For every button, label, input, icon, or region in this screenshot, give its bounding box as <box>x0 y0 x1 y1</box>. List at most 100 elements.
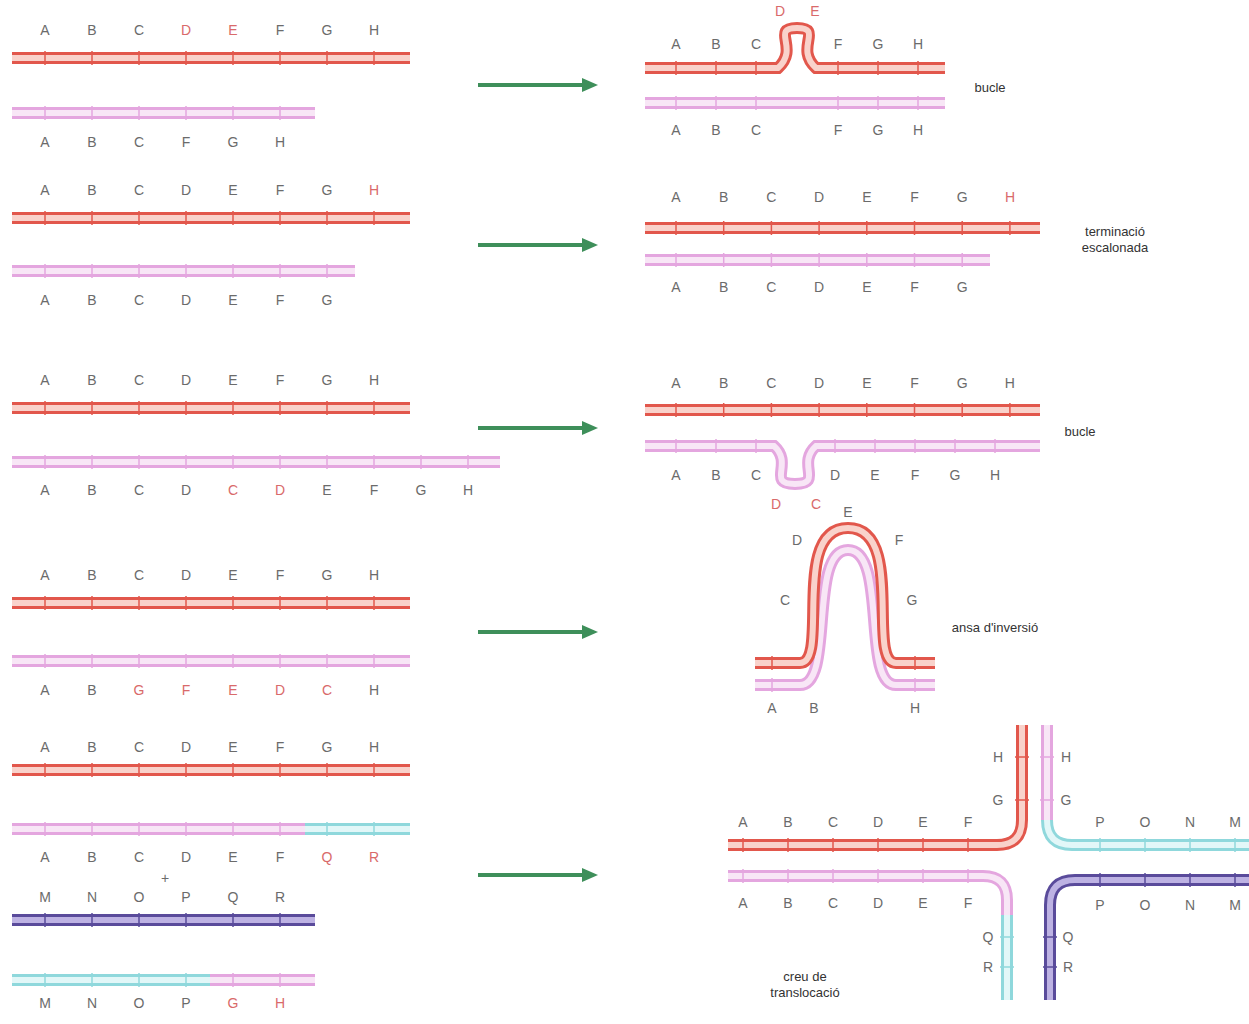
gene-tick <box>138 455 140 469</box>
gene-letter: B <box>87 372 96 388</box>
band-core <box>12 55 410 61</box>
gene-tick <box>185 596 187 610</box>
gene-letter: E <box>918 895 927 911</box>
gene-tick <box>715 439 717 453</box>
gene-letter: F <box>964 895 973 911</box>
gene-tick <box>279 654 281 668</box>
band-core <box>645 100 945 106</box>
gene-tick <box>675 439 677 453</box>
gene-tick <box>994 439 996 453</box>
gene-tick <box>771 403 773 417</box>
gene-letter: H <box>463 482 473 498</box>
gene-tick <box>866 221 868 235</box>
gene-letter: G <box>957 189 968 205</box>
gene-letter: D <box>873 814 883 830</box>
gene-tick <box>914 221 916 235</box>
gene-tick <box>44 596 46 610</box>
gene-tick <box>44 401 46 415</box>
gene-tick <box>279 211 281 225</box>
gene-letter: B <box>719 375 728 391</box>
chromosome-band <box>12 654 410 668</box>
gene-tick <box>818 221 820 235</box>
gene-letter: F <box>182 134 191 150</box>
gene-letter: C <box>751 122 761 138</box>
gene-tick <box>232 596 234 610</box>
gene-tick <box>138 211 140 225</box>
gene-tick <box>961 403 963 417</box>
gene-letter: D <box>814 279 824 295</box>
gene-tick <box>1144 873 1146 887</box>
gene-letter: G <box>228 995 239 1011</box>
chromosome-band <box>12 763 410 777</box>
gene-tick <box>1099 838 1101 852</box>
gene-tick <box>232 106 234 120</box>
chromosome-band <box>728 725 1029 852</box>
band-outline <box>305 823 410 835</box>
gene-letter: C <box>134 292 144 308</box>
chromosome-band <box>645 221 1040 235</box>
gene-letter: B <box>87 134 96 150</box>
gene-letter: A <box>40 134 49 150</box>
gene-letter: F <box>834 122 843 138</box>
gene-tick <box>185 264 187 278</box>
gene-tick <box>44 51 46 65</box>
gene-letter: C <box>811 496 821 512</box>
gene-letter: H <box>369 739 379 755</box>
chromosome-band <box>12 822 305 836</box>
gene-letter: Q <box>322 849 333 865</box>
gene-letter: G <box>322 182 333 198</box>
band-core <box>12 977 210 983</box>
gene-letter: D <box>775 3 785 19</box>
gene-letter: H <box>1005 375 1015 391</box>
gene-letter: D <box>814 189 824 205</box>
gene-tick <box>742 838 744 852</box>
gene-letter: O <box>1140 897 1151 913</box>
gene-letter: D <box>830 467 840 483</box>
gene-letter: B <box>87 482 96 498</box>
gene-letter: E <box>228 567 237 583</box>
gene-letter: Q <box>983 929 994 945</box>
gene-letter: A <box>40 739 49 755</box>
gene-tick <box>922 838 924 852</box>
band-outline <box>12 914 315 926</box>
band-outline <box>645 97 945 109</box>
gene-letter: D <box>181 482 191 498</box>
gene-letter: A <box>671 122 680 138</box>
gene-tick <box>723 253 725 267</box>
gene-letter: G <box>322 22 333 38</box>
gene-tick <box>232 211 234 225</box>
gene-letter: A <box>738 814 747 830</box>
gene-letter: M <box>1229 897 1241 913</box>
gene-letter: D <box>814 375 824 391</box>
gene-letter: P <box>1095 814 1104 830</box>
band-outline <box>12 655 410 667</box>
gene-tick <box>138 401 140 415</box>
gene-tick <box>755 439 757 453</box>
gene-tick <box>232 913 234 927</box>
gene-letter: B <box>711 122 720 138</box>
gene-letter: A <box>40 182 49 198</box>
gene-letter: B <box>711 36 720 52</box>
gene-letter: Q <box>228 889 239 905</box>
gene-tick <box>1189 873 1191 887</box>
gene-letter: G <box>950 467 961 483</box>
gene-tick <box>44 455 46 469</box>
gene-tick <box>138 822 140 836</box>
gene-tick <box>138 596 140 610</box>
gene-letter: E <box>228 22 237 38</box>
gene-letter: R <box>275 889 285 905</box>
gene-letter: H <box>275 134 285 150</box>
band-outline <box>12 52 410 64</box>
gene-letter: H <box>369 567 379 583</box>
band-core <box>12 767 410 773</box>
band-core <box>12 459 500 465</box>
gene-letter: B <box>87 567 96 583</box>
gene-letter: C <box>766 279 776 295</box>
gene-letter: G <box>134 682 145 698</box>
gene-tick <box>742 869 744 883</box>
band-core <box>1004 915 1010 1000</box>
gene-letter: G <box>957 375 968 391</box>
gene-letter: B <box>719 189 728 205</box>
gene-letter: A <box>671 189 680 205</box>
